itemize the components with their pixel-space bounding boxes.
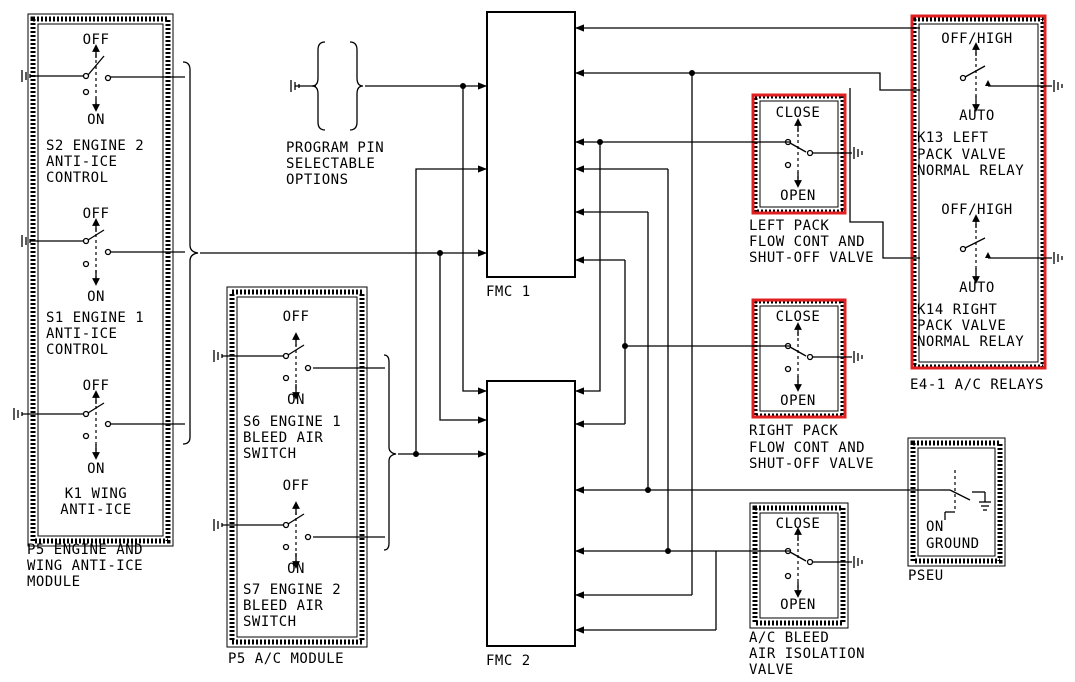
s7-name-3: SWITCH: [243, 614, 297, 630]
k14-off-label: OFF/HIGH: [941, 202, 1012, 218]
right-pack-name-1: RIGHT PACK: [749, 423, 838, 439]
k13-name-1: K13 LEFT: [917, 130, 989, 146]
left-pack-highlight: [751, 93, 847, 215]
switch-s6: [213, 332, 312, 400]
k13-auto-label: AUTO: [959, 108, 995, 124]
pseu-label: PSEU: [908, 568, 944, 584]
s2-name-1: S2 ENGINE 2: [46, 138, 144, 154]
e4-relays-label: E4-1 A/C RELAYS: [910, 377, 1044, 393]
left-pack-close: CLOSE: [776, 105, 821, 121]
k14-name-2: PACK VALVE: [917, 318, 1006, 334]
isolation-name-2: AIR ISOLATION: [749, 646, 865, 662]
s6-off-label: OFF: [283, 309, 310, 325]
s7-name-2: BLEED AIR: [243, 598, 323, 614]
switch-k1: [13, 390, 112, 460]
s2-name-3: CONTROL: [46, 170, 109, 186]
right-pack-highlight: [751, 298, 847, 419]
isolation-close: CLOSE: [776, 516, 821, 532]
fmc1-box: [486, 11, 576, 278]
left-pack-name-3: SHUT-OFF VALVE: [749, 250, 874, 266]
s2-name-2: ANTI-ICE: [46, 154, 117, 170]
s1-name-1: S1 ENGINE 1: [46, 310, 144, 326]
s6-name-1: S6 ENGINE 1: [243, 414, 341, 430]
s6-name-2: BLEED AIR: [243, 430, 323, 446]
s7-name-1: S7 ENGINE 2: [243, 582, 341, 598]
k1-name-2: ANTI-ICE: [60, 502, 131, 518]
p5-ac-module-border: [226, 286, 368, 648]
pseu-on-label: ON: [926, 519, 944, 535]
fmc1-label: FMC 1: [486, 284, 531, 300]
pseu-border: [907, 437, 1006, 567]
p5-engine-module-border: [27, 13, 174, 547]
switch-left-pack: [784, 118, 863, 188]
right-pack-name-3: SHUT-OFF VALVE: [749, 456, 874, 472]
s1-on-label: ON: [87, 289, 105, 305]
s7-off-label: OFF: [283, 478, 310, 494]
s1-off-label: OFF: [83, 206, 110, 222]
k13-name-2: PACK VALVE: [917, 147, 1006, 163]
fmc2-box: [486, 380, 576, 647]
s1-name-2: ANTI-ICE: [46, 326, 117, 342]
p5-engine-module-1: P5 ENGINE AND: [27, 542, 143, 558]
k14-name-3: NORMAL RELAY: [917, 334, 1024, 350]
e4-relays-highlight: [910, 14, 1047, 370]
right-pack-close: CLOSE: [776, 309, 821, 325]
pseu-ground-label: GROUND: [926, 536, 980, 552]
left-pack-name-1: LEFT PACK: [749, 218, 829, 234]
right-pack-name-2: FLOW CONT AND: [749, 440, 865, 456]
p5-ac-module-label: P5 A/C MODULE: [228, 651, 344, 667]
isolation-name-1: A/C BLEED: [749, 630, 829, 646]
wiring: [110, 24, 940, 634]
p5-engine-module-2: WING ANTI-ICE: [27, 558, 143, 574]
k14-name-1: K14 RIGHT: [917, 302, 997, 318]
switch-s7: [213, 501, 312, 569]
s7-on-label: ON: [287, 561, 305, 577]
k1-off-label: OFF: [83, 378, 110, 394]
labels: OFF ON S2 ENGINE 2 ANTI-ICE CONTROL OFF …: [27, 31, 1044, 678]
left-pack-open: OPEN: [780, 188, 816, 204]
left-pack-name-2: FLOW CONT AND: [749, 234, 865, 250]
right-pack-open: OPEN: [780, 393, 816, 409]
k13-name-3: NORMAL RELAY: [917, 163, 1024, 179]
k13-off-label: OFF/HIGH: [941, 31, 1012, 47]
s6-on-label: ON: [287, 392, 305, 408]
isolation-valve-border: [749, 502, 849, 629]
fmc2-label: FMC 2: [486, 653, 531, 669]
s6-name-3: SWITCH: [243, 446, 297, 462]
switch-s2: [21, 44, 112, 112]
s2-off-label: OFF: [83, 32, 110, 48]
program-pin-1: PROGRAM PIN: [286, 140, 384, 156]
switch-pseu: [940, 470, 991, 520]
switch-isolation-valve: [784, 527, 863, 598]
program-pin-brace: [290, 41, 364, 131]
switch-right-pack: [784, 322, 863, 392]
switch-s1: [21, 218, 112, 286]
isolation-name-3: VALVE: [749, 662, 794, 678]
isolation-open: OPEN: [780, 597, 816, 613]
p5-engine-module-3: MODULE: [27, 574, 81, 590]
program-pin-3: OPTIONS: [286, 172, 349, 188]
relay-k13: [959, 42, 1063, 112]
k1-name-1: K1 WING: [65, 486, 128, 502]
program-pin-2: SELECTABLE: [286, 156, 375, 172]
k14-auto-label: AUTO: [959, 280, 995, 296]
relay-k14: [959, 214, 1063, 284]
k1-on-label: ON: [87, 461, 105, 477]
s1-name-3: CONTROL: [46, 342, 109, 358]
s2-on-label: ON: [87, 112, 105, 128]
